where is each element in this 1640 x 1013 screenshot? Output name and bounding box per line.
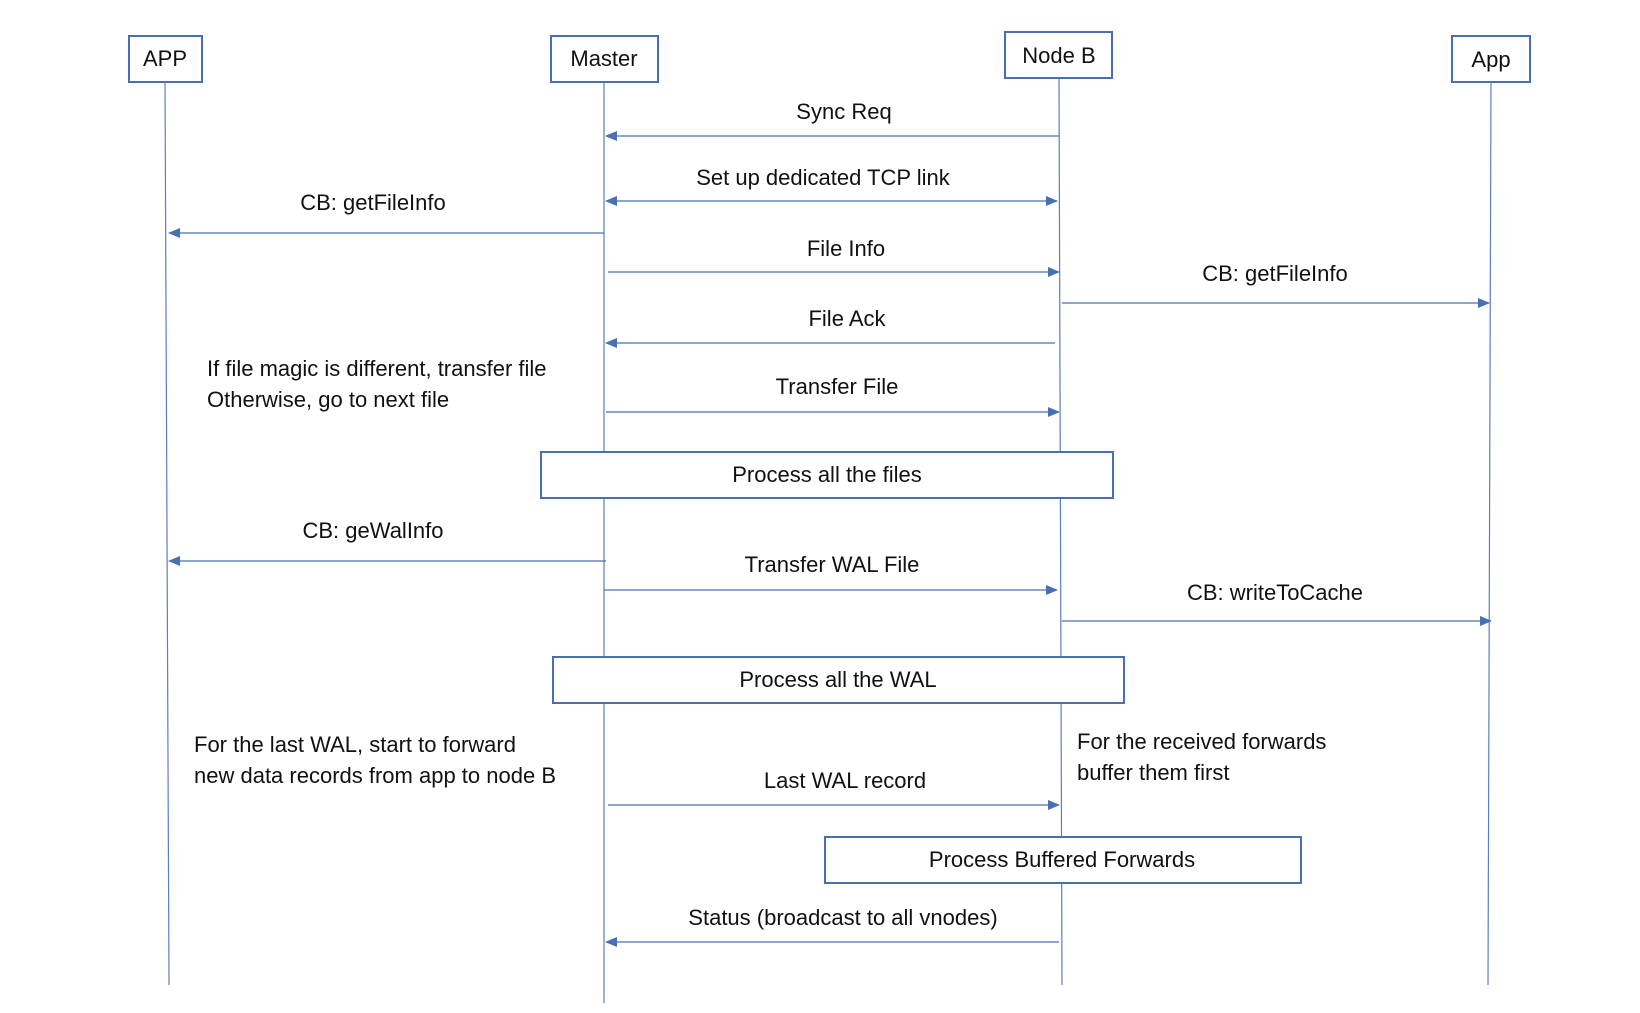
participant-app-right-label: App	[1471, 47, 1510, 72]
message-cb-gewalinfo: CB: geWalInfo	[168, 518, 606, 566]
message-sync-req: Sync Req	[605, 99, 1059, 141]
message-file-ack-label: File Ack	[808, 306, 886, 331]
message-file-info-label: File Info	[807, 236, 885, 261]
process-box-wal-label: Process all the WAL	[739, 667, 936, 692]
note-received-forwards-line-1: For the received forwards	[1077, 729, 1326, 754]
participant-app-left-label: APP	[143, 46, 187, 71]
message-transfer-wal-file: Transfer WAL File	[604, 552, 1058, 595]
message-last-wal-record-label: Last WAL record	[764, 768, 926, 793]
message-last-wal-record: Last WAL record	[608, 768, 1060, 810]
message-cb-getfileinfo-left: CB: getFileInfo	[168, 190, 604, 238]
note-last-wal: For the last WAL, start to forward new d…	[194, 732, 556, 788]
note-received-forwards: For the received forwards buffer them fi…	[1077, 729, 1326, 785]
note-last-wal-line-1: For the last WAL, start to forward	[194, 732, 516, 757]
process-box-files-label: Process all the files	[732, 462, 922, 487]
message-file-ack: File Ack	[605, 306, 1055, 348]
process-box-buffered: Process Buffered Forwards	[824, 836, 1302, 884]
message-cb-writetocache: CB: writeToCache	[1062, 580, 1492, 626]
lifeline-app-right	[1487, 81, 1492, 986]
message-transfer-wal-file-label: Transfer WAL File	[745, 552, 920, 577]
note-file-magic: If file magic is different, transfer fil…	[207, 356, 547, 412]
lifeline-app-left	[164, 81, 170, 986]
message-cb-gewalinfo-label: CB: geWalInfo	[302, 518, 443, 543]
lifeline-node-b	[1058, 77, 1063, 986]
note-file-magic-line-2: Otherwise, go to next file	[207, 387, 449, 412]
participant-master: Master	[550, 35, 659, 83]
note-file-magic-line-1: If file magic is different, transfer fil…	[207, 356, 547, 381]
message-tcp-link-label: Set up dedicated TCP link	[696, 165, 951, 190]
message-transfer-file-label: Transfer File	[776, 374, 899, 399]
message-status-broadcast-label: Status (broadcast to all vnodes)	[688, 905, 997, 930]
process-box-files: Process all the files	[540, 451, 1114, 499]
participant-app-right: App	[1451, 35, 1531, 83]
participant-master-label: Master	[570, 46, 637, 71]
message-cb-getfileinfo-right-label: CB: getFileInfo	[1202, 261, 1348, 286]
message-transfer-file: Transfer File	[606, 374, 1060, 417]
message-file-info: File Info	[608, 236, 1060, 277]
participant-node-b: Node B	[1004, 31, 1113, 79]
message-status-broadcast: Status (broadcast to all vnodes)	[605, 905, 1059, 947]
message-cb-getfileinfo-left-label: CB: getFileInfo	[300, 190, 446, 215]
note-received-forwards-line-2: buffer them first	[1077, 760, 1229, 785]
note-last-wal-line-2: new data records from app to node B	[194, 763, 556, 788]
participant-app-left: APP	[128, 35, 203, 83]
process-box-buffered-label: Process Buffered Forwards	[929, 847, 1195, 872]
message-tcp-link: Set up dedicated TCP link	[605, 165, 1058, 206]
process-box-wal: Process all the WAL	[552, 656, 1125, 704]
participant-node-b-label: Node B	[1022, 43, 1095, 68]
message-cb-getfileinfo-right: CB: getFileInfo	[1062, 261, 1490, 308]
message-cb-writetocache-label: CB: writeToCache	[1187, 580, 1363, 605]
message-sync-req-label: Sync Req	[796, 99, 891, 124]
